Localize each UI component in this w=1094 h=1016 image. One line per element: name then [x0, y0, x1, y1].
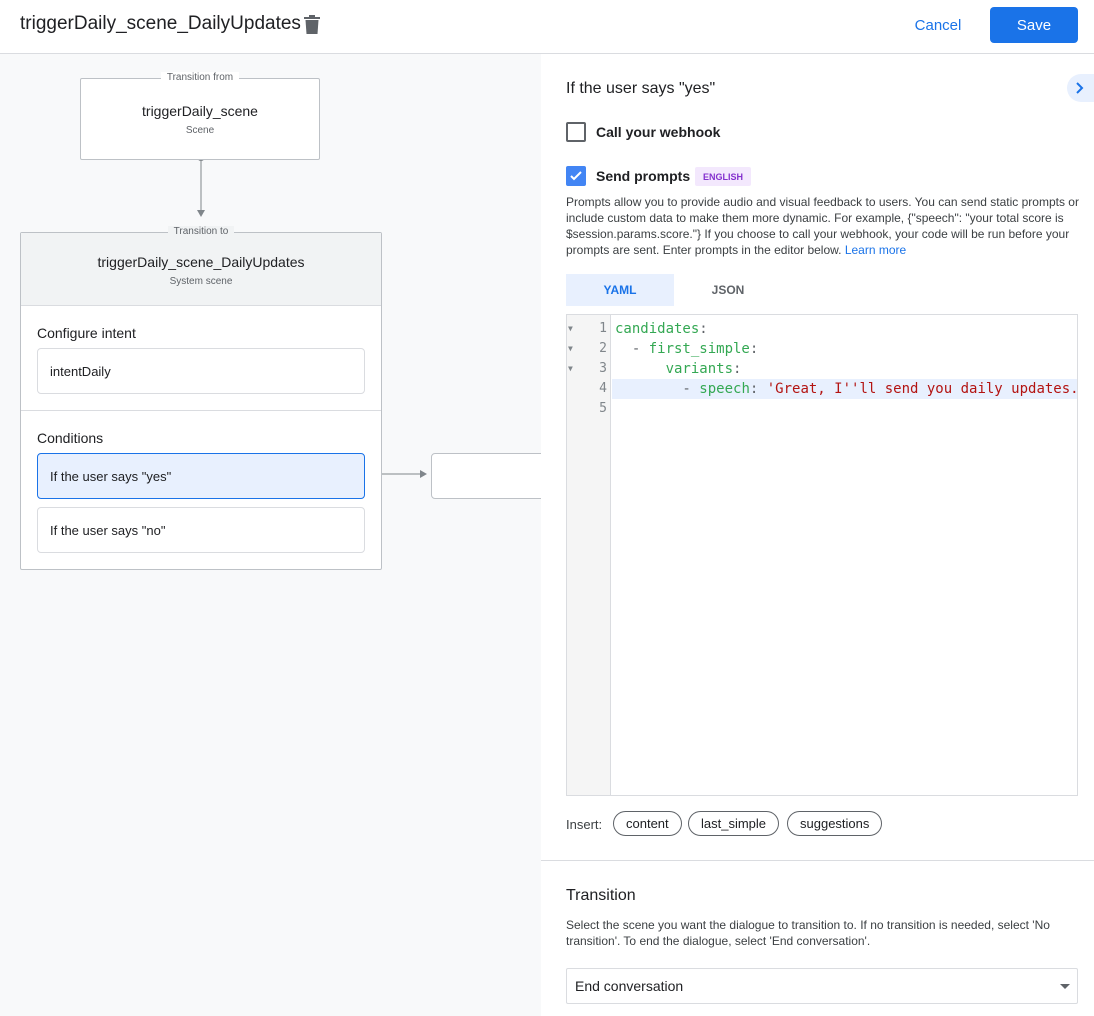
save-button[interactable]: Save	[990, 7, 1078, 43]
line-number: 4	[599, 381, 607, 396]
line-number: 1	[599, 321, 607, 336]
transition-select[interactable]: End conversation	[566, 968, 1078, 1004]
line-number: 5	[599, 401, 607, 416]
transition-heading: Transition	[566, 887, 636, 904]
panel-heading: If the user says "yes"	[566, 80, 716, 97]
fold-toggle-icon[interactable]: ▼	[568, 364, 573, 373]
insert-label: Insert:	[566, 817, 603, 832]
fold-toggle-icon[interactable]: ▼	[568, 324, 573, 333]
top-bar: triggerDaily_scene_DailyUpdates Cancel S…	[0, 0, 1094, 54]
code-token: variants	[665, 361, 734, 377]
code-token: 'Great, I''ll send you daily updates.'	[766, 381, 1077, 397]
code-line: - speech: 'Great, I''ll send you daily u…	[612, 379, 1077, 399]
language-badge: ENGLISH	[695, 167, 752, 186]
code-token: -	[615, 381, 700, 397]
page-title: triggerDaily_scene_DailyUpdates	[20, 13, 301, 34]
code-token: candidates	[615, 321, 700, 337]
dropdown-arrow-icon	[1060, 984, 1070, 989]
condition-yes[interactable]: If the user says "yes"	[37, 453, 365, 499]
code-token: speech	[699, 381, 750, 397]
code-token: :	[733, 361, 742, 377]
code-token: first_simple	[648, 341, 750, 357]
condition-panel: If the user says "yes" Call your webhook…	[541, 54, 1094, 1016]
transition-description: Select the scene you want the dialogue t…	[566, 918, 1050, 948]
prompts-label: Send prompts	[596, 168, 691, 184]
code-token: :	[749, 341, 759, 357]
line-gutter	[567, 315, 611, 795]
code-line	[612, 399, 1077, 419]
code-token: -	[615, 341, 649, 357]
to-scene-type: System scene	[169, 276, 233, 287]
transition-to-legend: Transition to	[167, 226, 235, 237]
insert-chip-suggestions[interactable]: suggestions	[787, 811, 883, 836]
transition-from-node[interactable]: Transition from triggerDaily_scene Scene	[80, 72, 320, 160]
line-number: 2	[599, 341, 607, 356]
divider	[541, 860, 1094, 861]
condition-no[interactable]: If the user says "no"	[37, 507, 365, 553]
conditions-label: Conditions	[37, 430, 104, 446]
intent-item[interactable]: intentDaily	[37, 348, 365, 394]
webhook-label: Call your webhook	[596, 124, 721, 140]
learn-more-link[interactable]: Learn more	[844, 243, 907, 257]
insert-chip-content[interactable]: content	[613, 811, 682, 836]
from-scene-name: triggerDaily_scene	[142, 103, 258, 119]
prompts-checkbox[interactable]	[566, 166, 586, 186]
webhook-checkbox[interactable]	[566, 122, 586, 142]
line-number: 3	[599, 361, 607, 376]
collapse-panel-button[interactable]	[1067, 74, 1094, 102]
cancel-button[interactable]: Cancel	[914, 16, 962, 34]
code-line: - first_simple:	[612, 339, 1077, 359]
transition-from-legend: Transition from	[160, 72, 240, 83]
from-scene-type: Scene	[185, 125, 215, 136]
to-scene-name: triggerDaily_scene_DailyUpdates	[97, 254, 305, 270]
code-token	[615, 361, 666, 377]
prompts-description: Prompts allow you to provide audio and v…	[566, 195, 1079, 257]
fold-toggle-icon[interactable]: ▼	[568, 344, 573, 353]
code-editor[interactable]: ▼ 1 candidates: ▼ 2 - first_simple: ▼ 3 varian…	[566, 314, 1078, 796]
trash-icon[interactable]	[304, 15, 320, 34]
configure-intent-label: Configure intent	[37, 325, 136, 341]
code-token: :	[699, 321, 708, 337]
check-icon	[570, 171, 582, 181]
insert-chip-last-simple[interactable]: last_simple	[688, 811, 780, 836]
code-line: candidates:	[612, 319, 1077, 339]
transition-selected-value: End conversation	[575, 978, 684, 994]
empty-target-node[interactable]	[431, 453, 541, 499]
scene-canvas: Transition from triggerDaily_scene Scene…	[0, 54, 541, 1016]
code-line: variants:	[612, 359, 1077, 379]
tab-json[interactable]: JSON	[711, 283, 745, 297]
transition-to-node: Transition to triggerDaily_scene_DailyUp…	[20, 226, 382, 570]
code-token: :	[749, 381, 767, 397]
chevron-right-icon	[1076, 82, 1084, 94]
tab-yaml[interactable]: YAML	[566, 274, 674, 306]
